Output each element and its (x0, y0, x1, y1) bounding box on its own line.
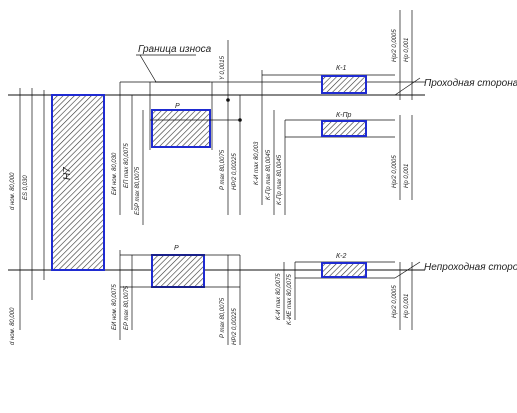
dim-right-low-2: Hp 0,001 (404, 294, 410, 318)
dim-mid-1: P max 80,0075 (220, 149, 226, 190)
field-k1-label: К-1 (336, 65, 346, 72)
field-kp (321, 120, 367, 137)
dim-upper-c: ESP max 80,0075 (135, 166, 141, 215)
dim-top-small: Y 0,0015 (220, 55, 226, 80)
field-kp-label: К-Пр (336, 112, 352, 119)
dim-k-upper-3: K-Пр max 80,0045 (277, 154, 283, 205)
dim-k-upper-1: K-И max 80,003 (254, 141, 260, 185)
mid-dim-dot-2 (238, 118, 242, 122)
dim-upper-b: EП max 80,0075 (124, 143, 130, 188)
non-passing-side-label: Непроходная сторона (424, 262, 517, 273)
dim-right-mid-2: Hp 0,001 (404, 164, 410, 188)
field-k1 (321, 75, 367, 94)
field-r-lower (151, 254, 205, 288)
field-k2 (321, 262, 367, 278)
field-h7-label: H7 (62, 167, 73, 180)
dim-k-lower-1: K-И max 80,0075 (276, 273, 282, 320)
mid-dim-dot-1 (226, 98, 230, 102)
field-r-upper (151, 109, 211, 148)
dim-lower-b: EP max 80,0075 (124, 285, 130, 330)
dim-lower-a: EИ ном. 80,0075 (112, 284, 118, 330)
dim-left-bottom: d ном. 80,000 (10, 307, 16, 345)
dim-upper-a: EИ ном. 80,030 (112, 152, 118, 195)
tolerance-note-leader (139, 54, 157, 83)
dim-right-top-1: Hp/2 0,0005 (392, 29, 398, 62)
dim-right-top-2: Hp 0,001 (404, 38, 410, 62)
dim-left-inner: ES 0,030 (23, 175, 29, 200)
field-r-lower-label: Р (174, 245, 179, 252)
dim-mid-2: HP/2 0,00225 (232, 153, 238, 190)
dim-lower-d: HP/2 0,00225 (232, 308, 238, 345)
dim-k-upper-2: K-Пр max 80,0045 (266, 149, 272, 200)
non-passing-side-arrow (394, 261, 421, 279)
passing-side-arrow (394, 77, 421, 96)
field-h7 (51, 94, 105, 271)
field-r-upper-label: Р (175, 103, 180, 110)
dim-left-outer: d ном. 80,000 (10, 172, 16, 210)
tolerance-note: Граница износа (138, 44, 212, 55)
dim-right-mid-1: Hp/2 0,0005 (392, 155, 398, 188)
dim-right-low-1: Hp/2 0,0005 (392, 285, 398, 318)
dim-lower-c: P max 80,0075 (220, 297, 226, 338)
field-k2-label: К-2 (336, 253, 346, 260)
dim-k-lower-2: K-ИЕ max 80,0075 (287, 274, 293, 325)
passing-side-label: Проходная сторона (424, 78, 517, 89)
